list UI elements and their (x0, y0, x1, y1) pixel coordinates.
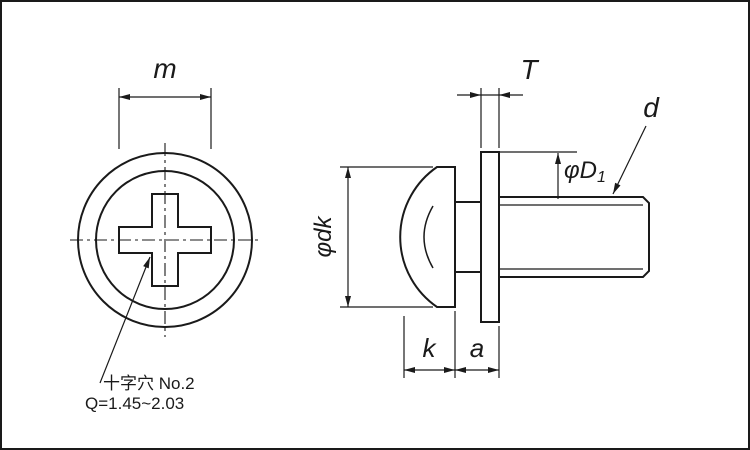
dim-T-label: T (520, 54, 539, 85)
recess-note-leader (99, 256, 151, 384)
side-view: T φD1 d φdk k (310, 54, 660, 378)
phillips-recess (118, 193, 212, 287)
dim-m-label: m (153, 53, 176, 84)
dim-phidk-label: φdk (310, 215, 337, 258)
head-outer-circle (77, 152, 253, 328)
dim-phiD1: φD1 (499, 151, 606, 199)
dim-a-label: a (470, 333, 484, 363)
dim-d-label: d (643, 92, 660, 123)
shank-outline (499, 196, 650, 278)
dim-phiD1-label: φD1 (564, 157, 606, 186)
dim-k-label: k (423, 333, 438, 363)
recess-note-line2: Q=1.45~2.03 (85, 394, 184, 413)
washer (480, 151, 500, 323)
dim-T: T (457, 54, 539, 148)
head-profile (399, 166, 456, 308)
front-view: m 十字穴 No.2 Q=1.45~2.03 (70, 53, 262, 413)
head-inner-circle (95, 170, 235, 310)
dim-a: a (455, 326, 500, 378)
dim-phidk: φdk (310, 166, 433, 308)
dim-m: m (118, 53, 212, 149)
dim-d: d (612, 92, 660, 195)
dim-k: k (403, 311, 456, 378)
dim-d-leader (612, 125, 647, 195)
recess-note: 十字穴 No.2 Q=1.45~2.03 (85, 256, 195, 413)
recess-side-curve (423, 205, 434, 269)
recess-note-line1: 十字穴 No.2 (103, 374, 195, 393)
